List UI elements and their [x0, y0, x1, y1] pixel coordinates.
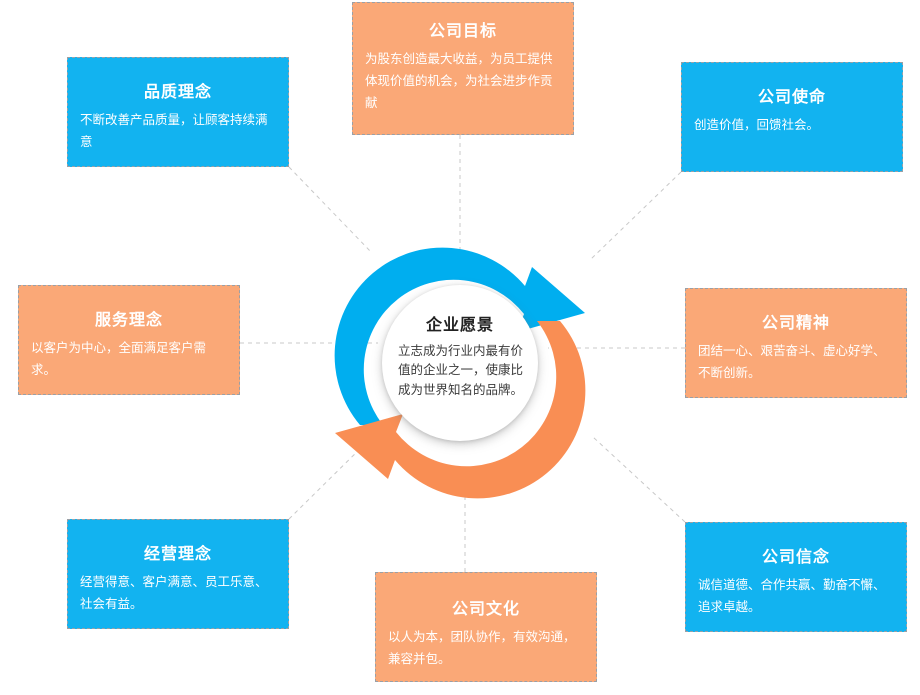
center-vision-circle: 企业愿景 立志成为行业内最有价值的企业之一，使康比成为世界知名的品牌。 — [382, 285, 538, 441]
info-box-title-company-culture: 公司文化 — [451, 601, 520, 618]
info-box-body-management-philosophy: 经营得意、客户满意、员工乐意、社会有益。 — [80, 575, 268, 611]
info-box-body-service-philosophy: 以客户为中心，全面满足客户需求。 — [31, 341, 207, 377]
info-box-body-company-belief: 诚信道德、合作共赢、勤奋不懈、追求卓越。 — [698, 578, 886, 614]
info-box-company-goal[interactable]: 公司目标为股东创造最大收益，为员工提供体现价值的机会，为社会进步作贡献 — [352, 2, 574, 135]
info-box-title-company-spirit: 公司精神 — [761, 315, 830, 332]
info-box-title-management-philosophy: 经营理念 — [143, 546, 212, 563]
info-box-quality-philosophy[interactable]: 品质理念不断改善产品质量，让顾客持续满意 — [67, 57, 289, 167]
info-box-title-company-mission: 公司使命 — [757, 89, 826, 106]
info-box-title-quality-philosophy: 品质理念 — [143, 84, 212, 101]
info-box-service-philosophy[interactable]: 服务理念以客户为中心，全面满足客户需求。 — [18, 285, 240, 395]
info-box-company-belief[interactable]: 公司信念诚信道德、合作共赢、勤奋不懈、追求卓越。 — [685, 522, 907, 632]
info-box-body-quality-philosophy: 不断改善产品质量，让顾客持续满意 — [80, 113, 268, 149]
center-body: 立志成为行业内最有价值的企业之一，使康比成为世界知名的品牌。 — [398, 344, 524, 397]
info-box-body-company-culture: 以人为本，团队协作，有效沟通，兼容并包。 — [388, 630, 576, 666]
info-box-body-company-mission: 创造价值，回馈社会。 — [694, 118, 820, 132]
cycle-arrows — [334, 247, 586, 499]
info-box-company-culture[interactable]: 公司文化以人为本，团队协作，有效沟通，兼容并包。 — [375, 572, 597, 682]
info-box-title-company-goal: 公司目标 — [428, 23, 497, 40]
info-box-title-company-belief: 公司信念 — [761, 549, 830, 566]
info-box-body-company-spirit: 团结一心、艰苦奋斗、虚心好学、不断创新。 — [698, 344, 886, 380]
info-box-management-philosophy[interactable]: 经营理念经营得意、客户满意、员工乐意、社会有益。 — [67, 519, 289, 629]
orange-cycle-arrow — [335, 321, 586, 499]
blue-cycle-arrow — [334, 247, 585, 425]
info-box-title-service-philosophy: 服务理念 — [94, 312, 163, 329]
info-box-company-spirit[interactable]: 公司精神团结一心、艰苦奋斗、虚心好学、不断创新。 — [685, 288, 907, 398]
center-title: 企业愿景 — [425, 317, 494, 334]
info-box-body-company-goal: 为股东创造最大收益，为员工提供体现价值的机会，为社会进步作贡献 — [365, 52, 553, 110]
info-box-company-mission[interactable]: 公司使命创造价值，回馈社会。 — [681, 62, 903, 172]
